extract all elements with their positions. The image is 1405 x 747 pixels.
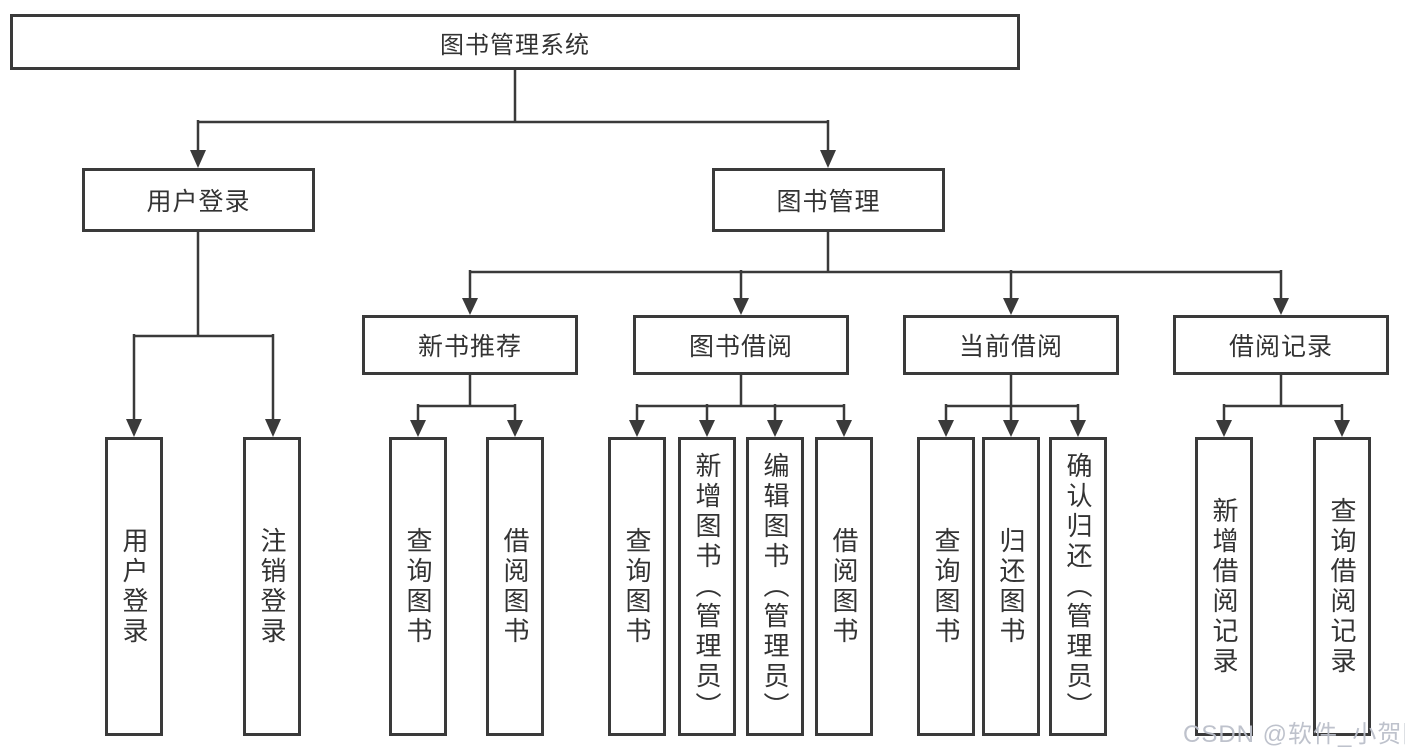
leaf-confirm-return-admin-label: 确认归还（管理员） bbox=[1063, 451, 1093, 722]
leaf-confirm-return-admin: 确认归还（管理员） bbox=[1049, 437, 1107, 736]
leaf-query-books-recommend: 查询图书 bbox=[389, 437, 447, 736]
leaf-query-books-current-label: 查询图书 bbox=[931, 526, 961, 647]
csdn-watermark: CSDN @软件_小贺同学 bbox=[1183, 721, 1405, 747]
node-library-system: 图书管理系统 bbox=[10, 14, 1020, 70]
leaf-add-borrow-record-label: 新增借阅记录 bbox=[1209, 496, 1239, 677]
leaf-borrow-books-borrowing-label: 借阅图书 bbox=[829, 526, 859, 647]
leaf-add-books-admin-label: 新增图书（管理员） bbox=[692, 451, 722, 722]
leaf-edit-books-admin: 编辑图书（管理员） bbox=[746, 437, 804, 736]
leaf-query-borrow-record-label: 查询借阅记录 bbox=[1327, 496, 1357, 677]
leaf-user-login: 用户登录 bbox=[105, 437, 163, 736]
leaf-logout-login: 注销登录 bbox=[243, 437, 301, 736]
node-borrowing-records: 借阅记录 bbox=[1173, 315, 1389, 375]
leaf-borrow-books-borrowing: 借阅图书 bbox=[815, 437, 873, 736]
node-book-borrowing: 图书借阅 bbox=[633, 315, 849, 375]
leaf-edit-books-admin-label: 编辑图书（管理员） bbox=[760, 451, 790, 722]
leaf-logout-login-label: 注销登录 bbox=[257, 526, 287, 647]
leaf-add-borrow-record: 新增借阅记录 bbox=[1195, 437, 1253, 736]
leaf-return-books-label: 归还图书 bbox=[996, 526, 1026, 647]
leaf-borrow-books-recommend-label: 借阅图书 bbox=[500, 526, 530, 647]
leaf-return-books: 归还图书 bbox=[982, 437, 1040, 736]
node-user-login: 用户登录 bbox=[82, 168, 315, 232]
leaf-add-books-admin: 新增图书（管理员） bbox=[678, 437, 736, 736]
leaf-user-login-label: 用户登录 bbox=[119, 526, 149, 647]
leaf-query-books-recommend-label: 查询图书 bbox=[403, 526, 433, 647]
leaf-query-books-current: 查询图书 bbox=[917, 437, 975, 736]
node-new-book-recommendation: 新书推荐 bbox=[362, 315, 578, 375]
leaf-query-books-borrowing: 查询图书 bbox=[608, 437, 666, 736]
leaf-query-borrow-record: 查询借阅记录 bbox=[1313, 437, 1371, 736]
node-book-management: 图书管理 bbox=[712, 168, 945, 232]
leaf-borrow-books-recommend: 借阅图书 bbox=[486, 437, 544, 736]
leaf-query-books-borrowing-label: 查询图书 bbox=[622, 526, 652, 647]
node-current-borrowing: 当前借阅 bbox=[903, 315, 1119, 375]
